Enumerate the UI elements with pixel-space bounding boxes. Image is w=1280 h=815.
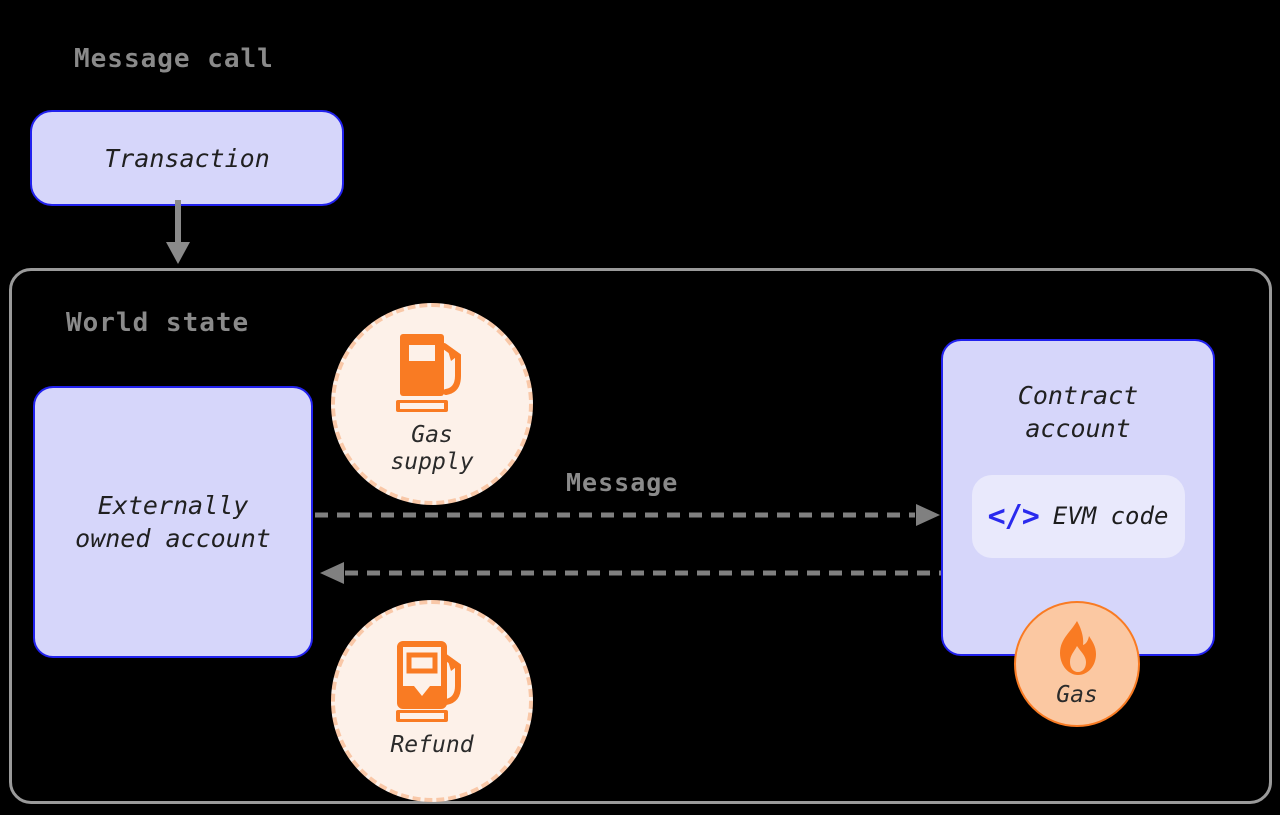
transaction-node[interactable]: Transaction	[30, 110, 344, 206]
contract-account-label-line1: Contract	[1017, 381, 1139, 410]
contract-account-node[interactable]: Contract account </> EVM code	[941, 339, 1215, 656]
world-state-container	[9, 268, 1272, 804]
message-call-heading: Message call	[74, 44, 274, 74]
world-state-heading: World state	[66, 308, 250, 338]
message-arrow-label: Message	[566, 468, 679, 497]
eoa-label-line2: owned account	[75, 524, 271, 553]
evm-code-pill[interactable]: </> EVM code	[971, 475, 1185, 558]
fuel-pump-partial-icon	[396, 641, 468, 724]
refund-label: Refund	[390, 732, 474, 759]
message-arrow-return	[315, 558, 945, 588]
message-arrow-outgoing	[315, 500, 945, 530]
gas-supply-label: Gas supply	[390, 421, 474, 475]
gas-supply-badge: Gas supply	[331, 303, 533, 505]
gas-badge: Gas	[1014, 601, 1140, 727]
evm-code-label: EVM code	[1052, 501, 1169, 530]
flame-icon	[1048, 620, 1106, 680]
transaction-label: Transaction	[104, 143, 270, 173]
gas-label: Gas	[1056, 682, 1098, 708]
refund-badge: Refund	[331, 600, 533, 802]
externally-owned-account-node[interactable]: Externally owned account	[33, 386, 313, 658]
code-icon: </>	[987, 498, 1040, 534]
transaction-to-world-state-arrow	[160, 200, 196, 270]
fuel-pump-full-icon	[396, 332, 468, 414]
eoa-label-line1: Externally	[97, 491, 249, 520]
contract-account-label-line2: account	[1025, 414, 1131, 443]
